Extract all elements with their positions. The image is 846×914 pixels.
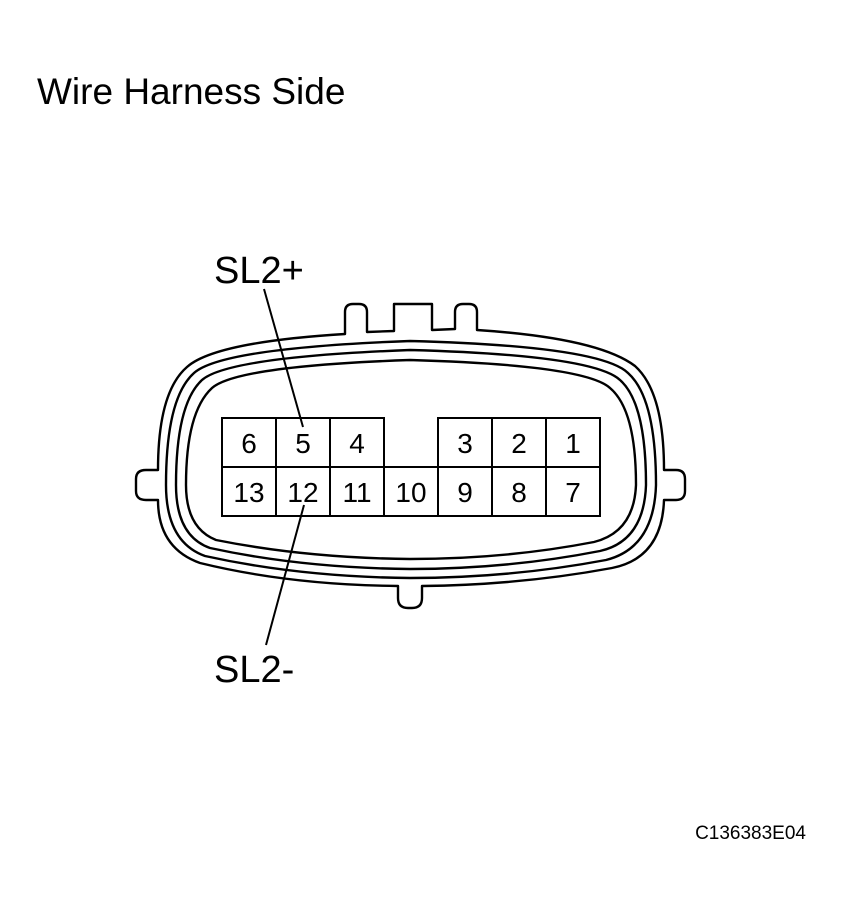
- connector-housing-inner-1: [164, 339, 658, 580]
- pin-number-1: 1: [565, 428, 581, 459]
- pin-cell-4: [329, 417, 385, 468]
- pin-number-9: 9: [457, 477, 473, 508]
- pin-number-2: 2: [511, 428, 527, 459]
- connector-housing-inner-2: [174, 348, 648, 571]
- pin-cell-10: [383, 466, 439, 517]
- terminal-label-sl2-plus: SL2+: [214, 250, 304, 292]
- sl2-plus-leader-line: [263, 288, 304, 428]
- pin-grid: 6 5 4 3 2 1 13 12 11 10 9 8 7: [221, 417, 601, 517]
- pin-cell-7: [545, 466, 601, 517]
- pin-number-12: 12: [287, 477, 318, 508]
- pin-number-3: 3: [457, 428, 473, 459]
- figure-code: C136383E04: [695, 823, 806, 844]
- pin-number-13: 13: [233, 477, 264, 508]
- terminal-label-sl2-minus: SL2-: [214, 649, 294, 691]
- pin-number-11: 11: [342, 477, 371, 508]
- pin-number-6: 6: [241, 428, 257, 459]
- pin-cell-1: [545, 417, 601, 468]
- pin-number-7: 7: [565, 477, 581, 508]
- pin-cell-6: [221, 417, 277, 468]
- pin-number-4: 4: [349, 428, 365, 459]
- pin-number-10: 10: [395, 477, 426, 508]
- pin-number-8: 8: [511, 477, 527, 508]
- diagram-title: Wire Harness Side: [37, 71, 345, 112]
- pin-cell-8: [491, 466, 547, 517]
- pin-number-5: 5: [295, 428, 311, 459]
- pin-cell-9: [437, 466, 493, 517]
- connector-housing-outer: [134, 302, 687, 610]
- connector-housing-inner-3: [184, 358, 638, 561]
- sl2-minus-leader-line: [265, 504, 305, 646]
